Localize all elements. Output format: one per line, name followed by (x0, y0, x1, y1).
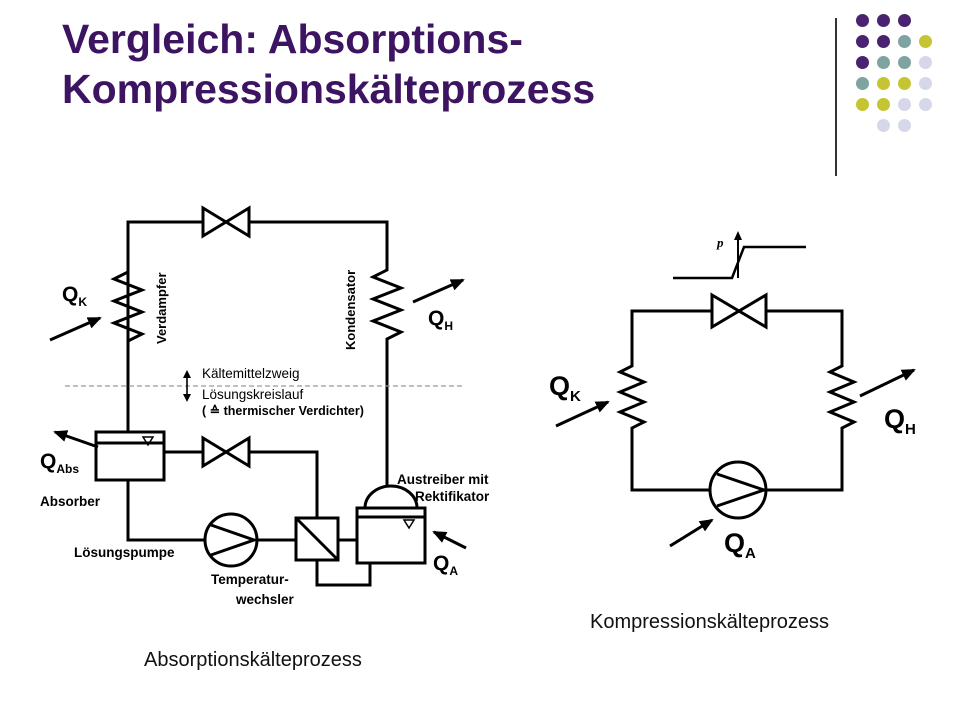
decorative-dot (877, 56, 890, 69)
absorption-expansion-valve-top (201, 205, 251, 239)
qh-label-abs: Q (428, 307, 444, 330)
loesungspumpe-circle (203, 512, 259, 568)
qk-arrow-abs (49, 316, 102, 342)
decorative-dot (877, 98, 890, 111)
qa-arrow-comp (669, 518, 714, 548)
decorative-divider (835, 18, 837, 176)
decorative-dot (856, 77, 869, 90)
decorative-dot (898, 14, 911, 27)
loesungspumpe-label: Lösungspumpe (74, 545, 175, 560)
qh-arrow-abs (412, 278, 465, 304)
loesungskreislauf-label: Lösungskreislauf (202, 387, 304, 402)
kaeltemittelzweig-label: Kältemittelzweig (202, 366, 300, 381)
rektifikator-dome (363, 484, 419, 510)
absorber-box (94, 430, 166, 482)
absorption-labels: QK QH QAbs QA Verdampfer Kondensator Käl… (40, 270, 490, 607)
compression-expansion-valve (710, 292, 768, 330)
svg-text:QH: QH (884, 404, 916, 438)
temperaturwechsler-label-line1: Temperatur- (211, 572, 289, 587)
compression-labels: p QK QH QA (549, 235, 916, 562)
compression-left-pipe (630, 309, 712, 360)
compression-heat-arrows (555, 368, 916, 548)
decorative-dot (898, 56, 911, 69)
decorative-dot (856, 98, 869, 111)
kondensator-label: Kondensator (343, 270, 358, 350)
slide-title-line2: Kompressionskälteprozess (62, 66, 596, 112)
decorative-dot (898, 119, 911, 132)
slide-title: Vergleich: Absorptions- Kompressionskält… (62, 14, 782, 114)
decorative-dot (856, 14, 869, 27)
qabs-label: Q (40, 450, 56, 473)
qh-arrow-comp (859, 368, 916, 398)
qk-label-abs: Q (62, 283, 78, 306)
absorber-label: Absorber (40, 494, 101, 509)
decorative-dot (898, 77, 911, 90)
verdampfer-label: Verdampfer (154, 272, 169, 344)
svg-text:QH: QH (428, 307, 453, 333)
absorption-caption: Absorptionskälteprozess (144, 649, 362, 671)
compressor-circle (708, 460, 768, 520)
svg-text:QAbs: QAbs (40, 450, 79, 476)
svg-text:QK: QK (62, 283, 87, 309)
pressure-label: p (716, 235, 724, 250)
thermischer-verdichter-label: ( ≙ thermischer Verdichter) (202, 404, 364, 418)
decorative-dot-grid (856, 14, 946, 154)
verdampfer-coil (109, 265, 147, 350)
decorative-dot (919, 77, 932, 90)
absorption-expansion-valve-solution (201, 435, 251, 469)
slide-title-line1: Vergleich: Absorptions- (62, 16, 523, 62)
branch-double-arrow (183, 370, 191, 402)
qa-arrow-abs (432, 530, 467, 550)
svg-text:QK: QK (549, 371, 581, 405)
absorption-heat-arrows (49, 278, 467, 550)
decorative-dot (856, 56, 869, 69)
decorative-dot (919, 35, 932, 48)
decorative-dot (898, 35, 911, 48)
austreiber-label-line1: Austreiber mit (397, 472, 489, 487)
decorative-dot (877, 35, 890, 48)
qa-label-comp: Q (724, 528, 745, 558)
decorative-dot (919, 56, 932, 69)
absorption-diagram (94, 205, 427, 587)
qh-label-comp: Q (884, 404, 905, 434)
decorative-dot (877, 77, 890, 90)
svg-text:QA: QA (724, 528, 756, 562)
compression-caption: Kompressionskälteprozess (590, 611, 829, 633)
compression-condenser-coil (826, 360, 858, 440)
decorative-dot (919, 98, 932, 111)
decorative-dot (898, 98, 911, 111)
decorative-dot (877, 119, 890, 132)
svg-text:QA: QA (433, 552, 458, 578)
decorative-dot (877, 14, 890, 27)
austreiber-label-line2: Rektifikator (415, 489, 490, 504)
temperaturwechsler-label-line2: wechsler (235, 592, 295, 607)
pressure-control-line (673, 245, 806, 280)
decorative-dot (856, 35, 869, 48)
compression-evaporator-coil (616, 360, 648, 440)
compression-diagram (616, 231, 858, 520)
qa-label-abs: Q (433, 552, 449, 575)
qk-arrow-comp (555, 400, 610, 428)
kondensator-coil (368, 265, 406, 345)
qk-label-comp: Q (549, 371, 570, 401)
qabs-arrow (53, 430, 99, 449)
